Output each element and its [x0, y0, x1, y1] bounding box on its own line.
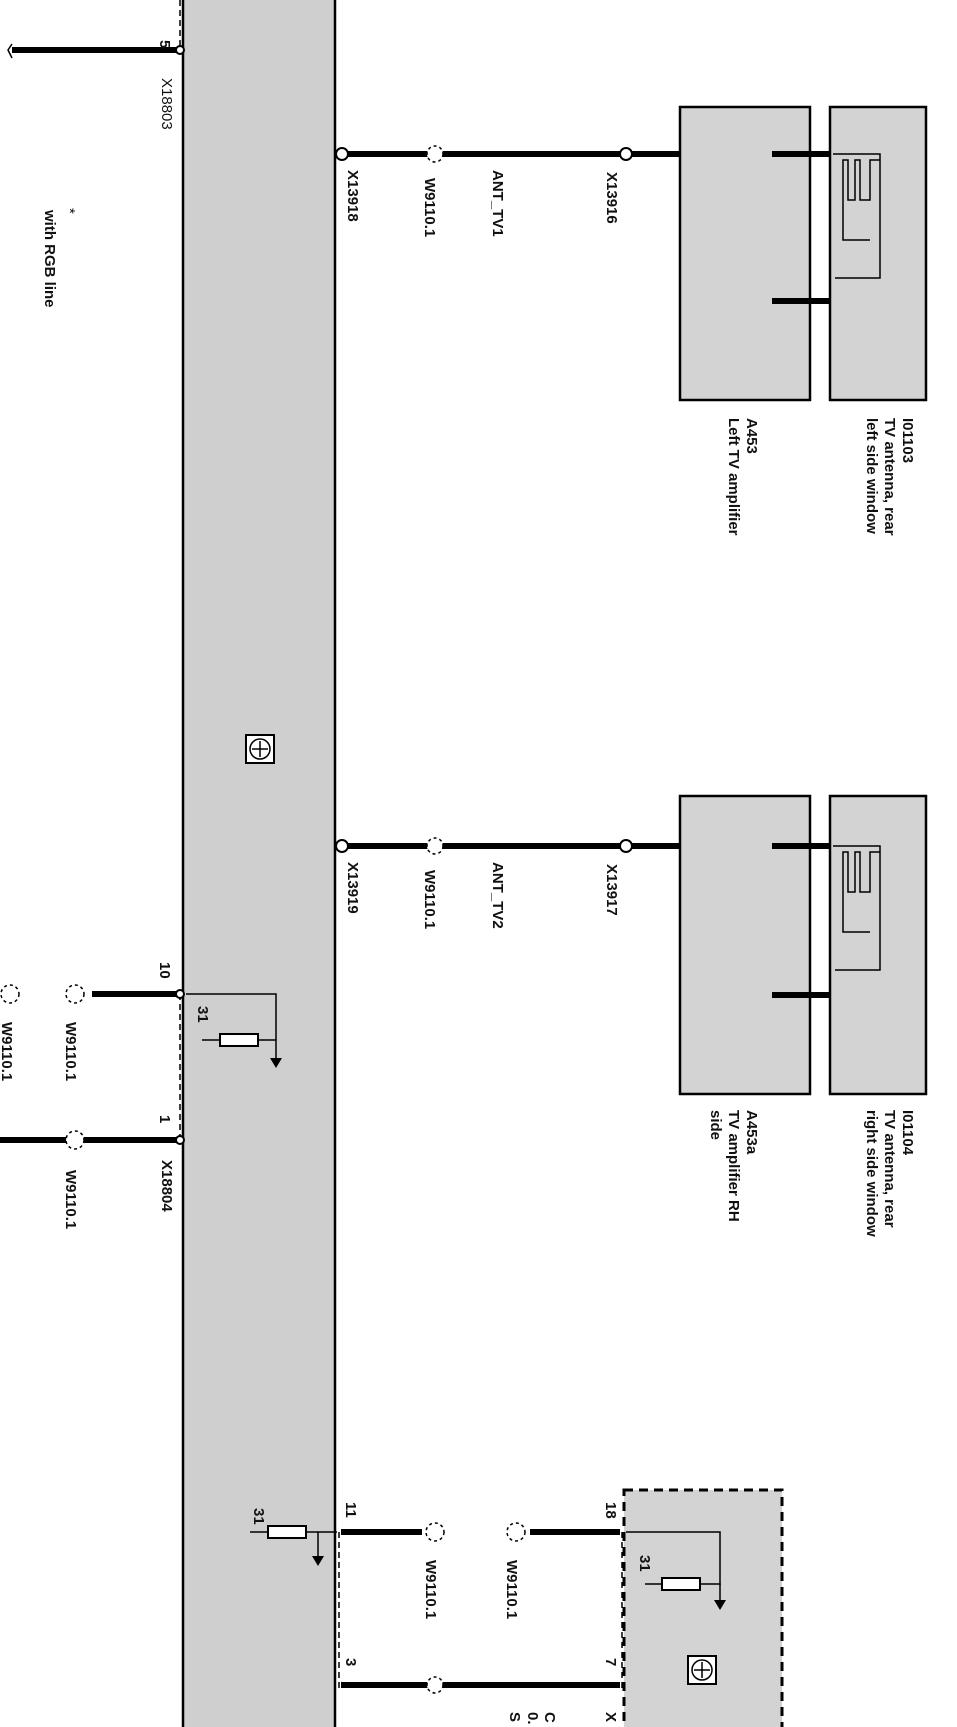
cut-text-x: X	[602, 1712, 619, 1722]
module-i01103-line2: left side window	[863, 418, 880, 534]
connector-x13919-pin	[335, 839, 349, 853]
signal-ant-tv2-label: ANT_TV2	[489, 862, 506, 929]
pin1-ring	[175, 1135, 185, 1145]
module-a453a-line1: TV amplifier RH	[725, 1110, 742, 1222]
wire-w9110-label-1: W9110.1	[421, 178, 438, 237]
wire-w9110-splice-1	[426, 145, 444, 163]
cut-text-s: S	[506, 1712, 523, 1722]
pin-10-label: 10	[156, 962, 173, 979]
module-i01104-line1: TV antenna, rear	[881, 1110, 898, 1228]
module-i01103	[828, 105, 928, 402]
module-a453	[678, 105, 812, 402]
wire-w9110-label-6: W9110.1	[503, 1560, 520, 1619]
ground-31-label-b: 31	[250, 1508, 267, 1525]
pin-11-label: 11	[342, 1502, 359, 1518]
note-rgb-line: with RGB line	[41, 209, 58, 308]
wire-w9110-splice-4	[65, 1130, 85, 1150]
wire-w9110-label-2: W9110.1	[421, 870, 438, 929]
ground-wire-31c	[645, 1583, 721, 1600]
module-a453a	[678, 794, 812, 1096]
ground-wire-31a	[202, 1039, 277, 1058]
module-i01104-id: I01104	[899, 1110, 916, 1156]
pin-5-label: 5	[156, 40, 173, 48]
ground-arrow-icon-b	[312, 1556, 324, 1566]
cut-text-c: C	[541, 1712, 558, 1723]
wire-w9110-label-cut: W9110.1	[0, 1022, 15, 1081]
connector-x18804-label: X18804	[158, 1160, 175, 1212]
pin10-ring	[175, 989, 185, 999]
ground-arrow-icon-a	[270, 1058, 282, 1068]
antenna-symbol-mark	[252, 741, 268, 757]
dashed-module-bottom	[622, 1488, 784, 1727]
connector-x13918-label: X13918	[344, 170, 361, 222]
pin-7-label: 7	[602, 1658, 619, 1666]
wire-w9110-label-4: W9110.1	[62, 1170, 79, 1229]
wire-w9110-label-5: W9110.1	[422, 1560, 439, 1619]
wire-w9110-splice-2	[426, 837, 444, 855]
ground-31-label-a: 31	[194, 1006, 211, 1023]
cut-text-0: 0.	[524, 1712, 541, 1725]
module-i01104-line2: right side window	[863, 1110, 880, 1237]
resistor-31c	[661, 1577, 701, 1591]
connector-x13917-label: X13917	[603, 864, 620, 916]
module-a453-name: Left TV amplifier	[725, 418, 742, 536]
wire-w9110-splice-7	[426, 1676, 444, 1694]
signal-ant-tv1-label: ANT_TV1	[489, 170, 506, 237]
wire-w9110-label-3: W9110.1	[62, 1022, 79, 1081]
wire-w9110-splice-5	[425, 1522, 445, 1542]
ground-arrow-icon-c	[714, 1600, 726, 1610]
connector-x13916-pin	[619, 147, 633, 161]
resistor-31b	[267, 1525, 307, 1539]
module-i01103-line1: TV antenna, rear	[881, 418, 898, 536]
antenna-grid-icon-right	[833, 845, 881, 971]
pin-18-label: 18	[602, 1502, 619, 1519]
antenna-symbol-mark-bottom	[694, 1662, 710, 1678]
pin-3-label: 3	[342, 1658, 359, 1666]
antenna-symbol-circle-bottom	[691, 1659, 713, 1681]
connector-x13916-label: X13916	[603, 172, 620, 224]
wire-w9110-splice-6	[506, 1522, 526, 1542]
main-module-bar	[181, 0, 337, 1727]
pin5-ring	[175, 45, 185, 55]
module-a453a-id: A453a	[743, 1110, 760, 1155]
note-star: *	[61, 208, 78, 214]
connector-x13919-label: X13919	[344, 862, 361, 914]
resistor-31a	[219, 1033, 259, 1047]
wire-w9110-splice-cut	[0, 984, 20, 1004]
connector-x13918-pin	[335, 147, 349, 161]
module-i01103-id: I01103	[899, 418, 916, 463]
wire-w9110-splice-3	[65, 984, 85, 1004]
ground-link-31c	[626, 1531, 721, 1585]
pin-1-label: 1	[156, 1115, 173, 1123]
module-a453a-line2: side	[707, 1110, 724, 1140]
ground-31-label-c: 31	[636, 1555, 653, 1572]
module-a453-id: A453	[743, 418, 760, 454]
module-i01104	[828, 794, 928, 1096]
wire-end-hook	[7, 43, 13, 59]
antenna-grid-icon-left	[833, 153, 881, 279]
antenna-symbol-circle	[249, 738, 271, 760]
ground-link-31a	[186, 993, 277, 1040]
connector-x13917-pin	[619, 839, 633, 853]
connector-x18803-label: X18803	[158, 78, 175, 130]
